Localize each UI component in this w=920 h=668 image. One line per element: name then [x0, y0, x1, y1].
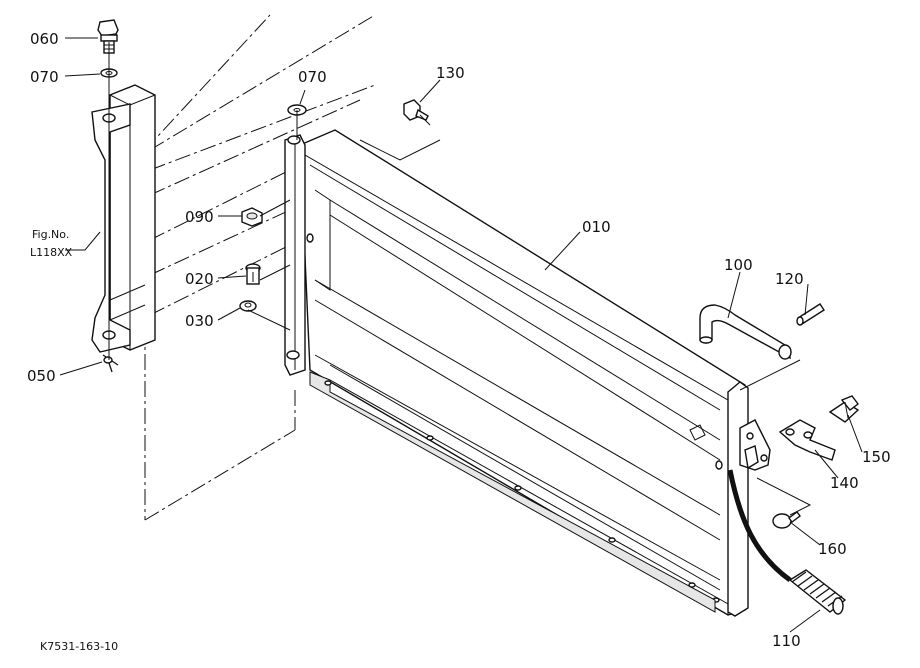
- fig-ref-line1: Fig.No.: [32, 228, 69, 241]
- callout-110: 110: [772, 632, 801, 650]
- fastener-050: [102, 354, 119, 373]
- pin-020: [245, 263, 261, 285]
- latch-assembly: [739, 419, 771, 471]
- callout-010: 010: [582, 218, 611, 236]
- drawing-id: K7531-163-10: [40, 640, 118, 653]
- callout-070-right: 070: [298, 68, 327, 86]
- hinge-hole-bottom: [286, 350, 300, 360]
- callout-050: 050: [27, 367, 56, 385]
- callout-130: 130: [436, 64, 465, 82]
- knob-160: [772, 511, 801, 529]
- callout-150: 150: [862, 448, 891, 466]
- spring-110: [788, 569, 847, 615]
- callout-140: 140: [830, 474, 859, 492]
- callout-030: 030: [185, 312, 214, 330]
- callout-020: 020: [185, 270, 214, 288]
- gate-panel-010: [299, 129, 746, 616]
- callout-120: 120: [775, 270, 804, 288]
- leader-lines: [59, 37, 863, 633]
- callout-070-left: 070: [30, 68, 59, 86]
- fitting-150: [828, 395, 860, 423]
- nut-090: [241, 207, 263, 227]
- fig-ref-line2: L118XX: [30, 246, 73, 259]
- bolt-130: [403, 99, 429, 121]
- callout-060: 060: [30, 30, 59, 48]
- pin-120: [796, 303, 825, 326]
- hinge-bar: [284, 134, 306, 376]
- cable: [727, 469, 792, 583]
- plate-140: [778, 419, 836, 461]
- callout-090: 090: [185, 208, 214, 226]
- bottom-rail: [309, 371, 731, 613]
- left-post-assembly: [91, 84, 156, 353]
- callout-160: 160: [818, 540, 847, 558]
- callout-100: 100: [724, 256, 753, 274]
- bolt-060: [97, 19, 119, 54]
- hinge-hole-top: [287, 135, 301, 145]
- handle-100: [699, 304, 792, 360]
- assembly-lines: [108, 42, 812, 516]
- washer-030: [239, 300, 257, 312]
